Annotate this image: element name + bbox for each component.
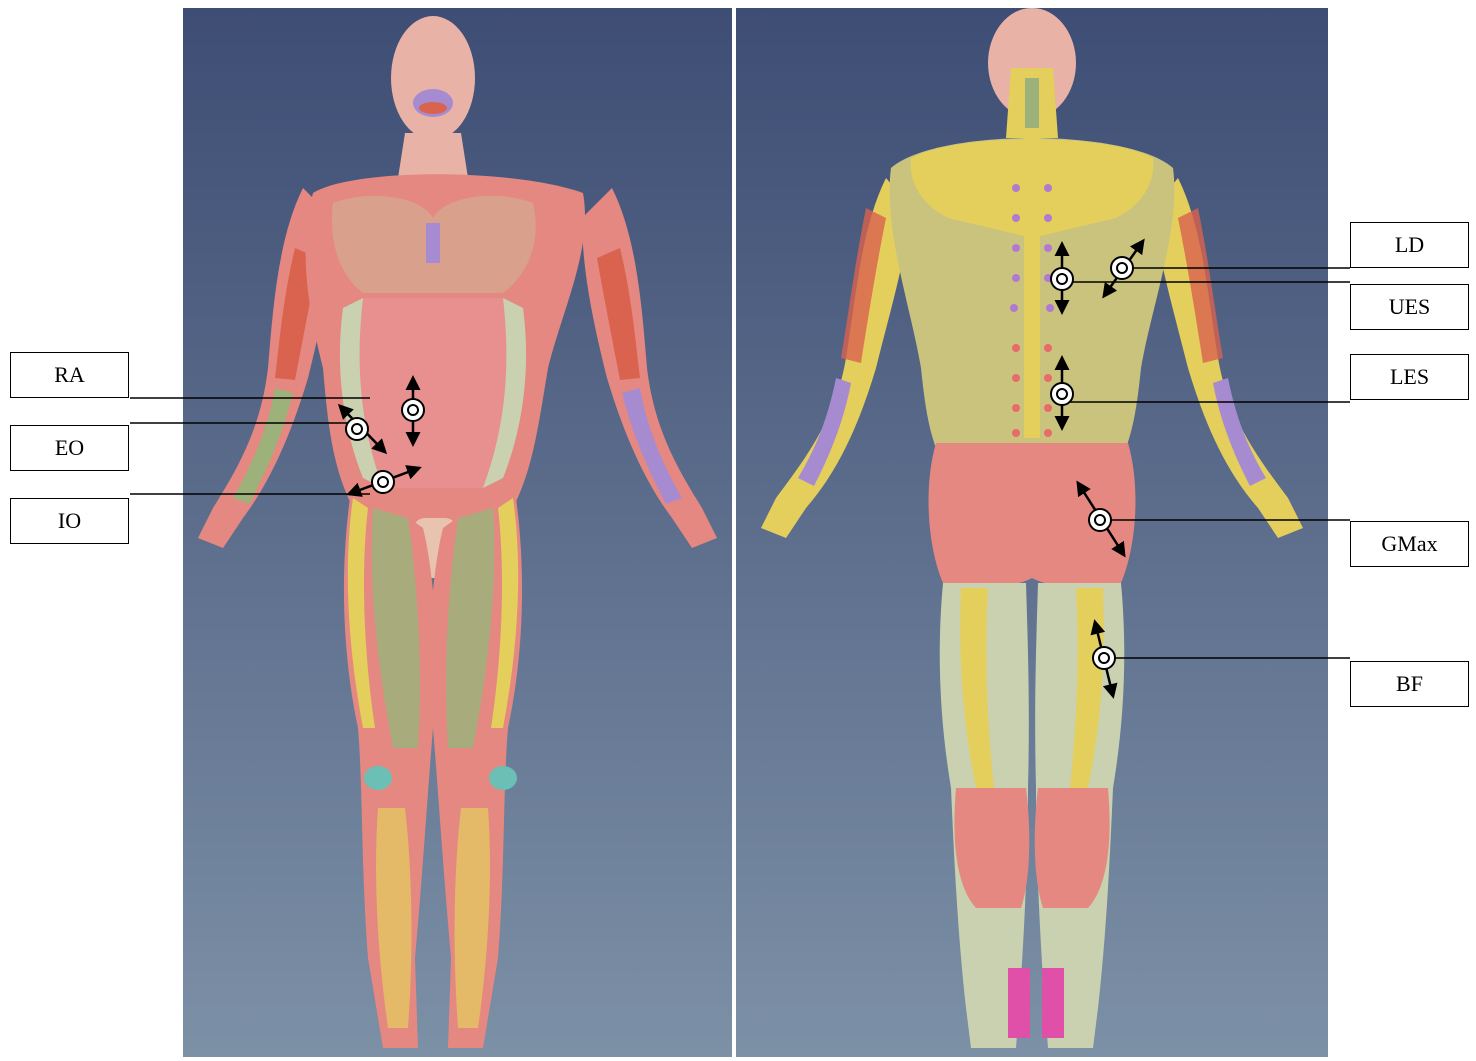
ues-label: UES bbox=[1350, 284, 1469, 330]
front-view-figure bbox=[183, 8, 732, 1057]
io-label: IO bbox=[10, 498, 129, 544]
gmax-label: GMax bbox=[1350, 521, 1469, 567]
les-label: LES bbox=[1350, 354, 1469, 400]
back-view-panel bbox=[736, 8, 1328, 1057]
bf-label: BF bbox=[1350, 661, 1469, 707]
ld-label: LD bbox=[1350, 222, 1469, 268]
front-view-panel bbox=[183, 8, 732, 1057]
back-view-figure bbox=[736, 8, 1328, 1057]
ra-label: RA bbox=[10, 352, 129, 398]
eo-label: EO bbox=[10, 425, 129, 471]
